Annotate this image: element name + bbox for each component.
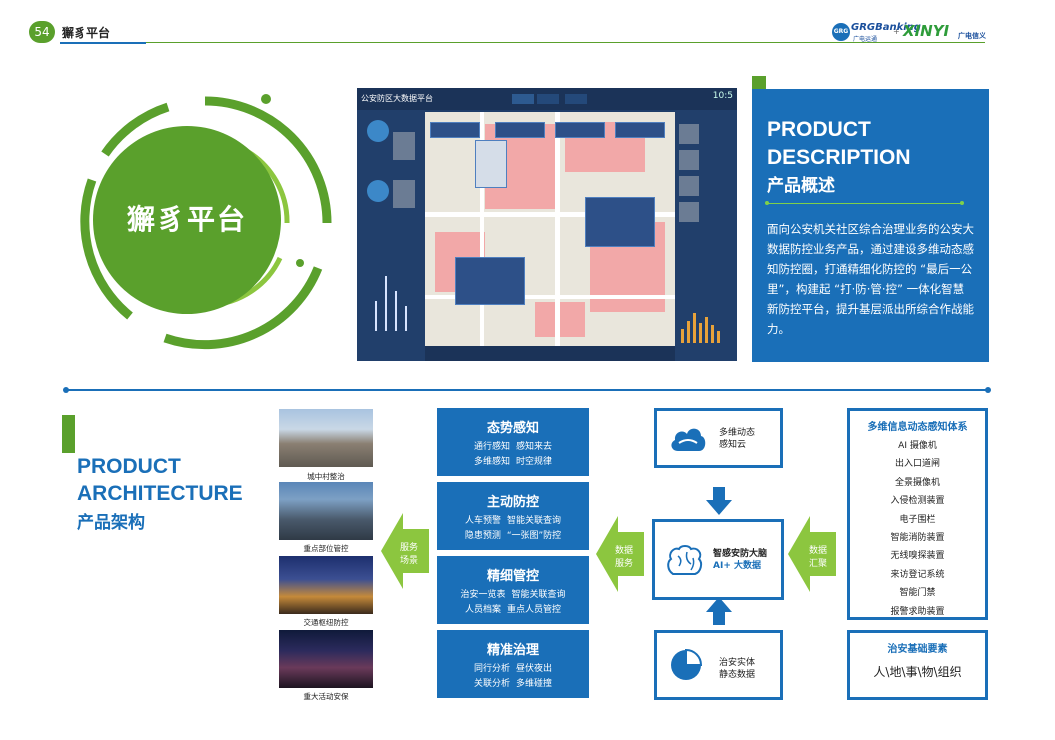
capability-fine-control: 精细管控 治安一览表智能关联查询人员档案重点人员管控 bbox=[437, 556, 589, 624]
xinyi-logo: XINYI bbox=[903, 22, 950, 40]
product-description-box: PRODUCT DESCRIPTION 产品概述 面向公安机关社区综合治理业务的… bbox=[752, 89, 989, 362]
arrow-label-data-gather: 数据汇聚 bbox=[808, 546, 827, 569]
capability-active-prevention: 主动防控 人车预警智能关联查询隐患预测“一张图”防控 bbox=[437, 482, 589, 550]
page-number: 54 bbox=[29, 21, 55, 43]
map-view bbox=[425, 112, 675, 348]
scene-photo-transport-hub bbox=[279, 556, 373, 614]
sensing-item: 入侵检测装置 bbox=[890, 496, 945, 507]
sensing-system-title: 多维信息动态感知体系 bbox=[867, 422, 968, 433]
architecture-heading-cn: 产品架构 bbox=[77, 513, 145, 533]
logo-plus: + bbox=[893, 27, 900, 36]
scene-caption: 交通枢纽防控 bbox=[303, 618, 349, 627]
screenshot-time: 10:5 bbox=[712, 91, 733, 101]
sensing-cloud-box: 多维动态感知云 bbox=[654, 408, 783, 468]
scene-caption: 重大活动安保 bbox=[303, 692, 349, 701]
description-heading-en: PRODUCT DESCRIPTION bbox=[767, 118, 911, 169]
sensing-item: 智能消防装置 bbox=[890, 533, 945, 544]
sensing-item: 出入口道闸 bbox=[894, 459, 940, 470]
sensing-item: 电子围栏 bbox=[899, 514, 936, 525]
section-divider bbox=[63, 387, 991, 393]
security-base-box: 治安基础要素 人\地\事\物\组织 bbox=[847, 630, 988, 700]
sensing-item: AI 摄像机 bbox=[898, 441, 937, 451]
sensing-item: 智能门禁 bbox=[899, 588, 936, 599]
scene-photo-major-events bbox=[279, 630, 373, 688]
left-panel bbox=[357, 110, 425, 361]
header-rule bbox=[60, 42, 985, 44]
description-body: 面向公安机关社区综合治理业务的公安大数据防控业务产品，通过建设多维动态感知防控圈… bbox=[767, 222, 974, 336]
grg-logo: GRG GRGBanking 广电运通 bbox=[832, 22, 921, 43]
sensing-item: 来访登记系统 bbox=[890, 569, 945, 580]
security-base-items: 人\地\事\物\组织 bbox=[873, 665, 962, 679]
description-rule bbox=[765, 201, 964, 205]
header-title: 獬豸平台 bbox=[62, 26, 111, 40]
architecture-heading-en: PRODUCT ARCHITECTURE bbox=[77, 455, 243, 505]
arrow-label-data-service: 数据服务 bbox=[614, 546, 633, 569]
platform-screenshot: 公安防区大数据平台 10:5 bbox=[357, 88, 737, 361]
sensing-item: 报警求助装置 bbox=[890, 606, 945, 617]
sensing-item: 全景摄像机 bbox=[894, 477, 940, 488]
description-heading-cn: 产品概述 bbox=[767, 176, 835, 196]
architecture-accent bbox=[62, 415, 75, 453]
arrow-up-icon bbox=[706, 597, 732, 625]
hero-title: 獬豸平台 bbox=[93, 126, 281, 314]
sensing-item: 无线嗅探装置 bbox=[890, 551, 945, 562]
arrow-service-scene bbox=[381, 513, 429, 589]
arrow-data-service bbox=[596, 516, 644, 592]
static-data-box: 治安实体静态数据 bbox=[654, 630, 783, 700]
right-panel bbox=[675, 110, 737, 361]
capability-precise-governance: 精准治理 同行分析昼伏夜出关联分析多维碰撞 bbox=[437, 630, 589, 698]
scene-caption: 城中村整治 bbox=[307, 472, 345, 481]
scene-caption: 重点部位管控 bbox=[303, 544, 349, 553]
screenshot-title: 公安防区大数据平台 bbox=[361, 94, 433, 103]
arrow-data-gather bbox=[788, 516, 836, 592]
cloud-icon bbox=[671, 428, 706, 451]
sensing-system-box: 多维信息动态感知体系 AI 摄像机 出入口道闸 全景摄像机 入侵检测装置 电子围… bbox=[847, 408, 988, 620]
arrow-label-service: 服务场景 bbox=[399, 543, 418, 566]
scene-photo-key-sites bbox=[279, 482, 373, 540]
scene-photo-urban-village bbox=[279, 409, 373, 467]
xinyi-logo-sub: 广电信义 bbox=[958, 32, 986, 40]
arrow-down-icon bbox=[706, 487, 732, 515]
brain-icon bbox=[667, 545, 703, 575]
security-base-title: 治安基础要素 bbox=[887, 644, 948, 655]
pie-chart-icon bbox=[671, 648, 703, 680]
capability-situational-awareness: 态势感知 通行感知感知来去多维感知时空规律 bbox=[437, 408, 589, 476]
